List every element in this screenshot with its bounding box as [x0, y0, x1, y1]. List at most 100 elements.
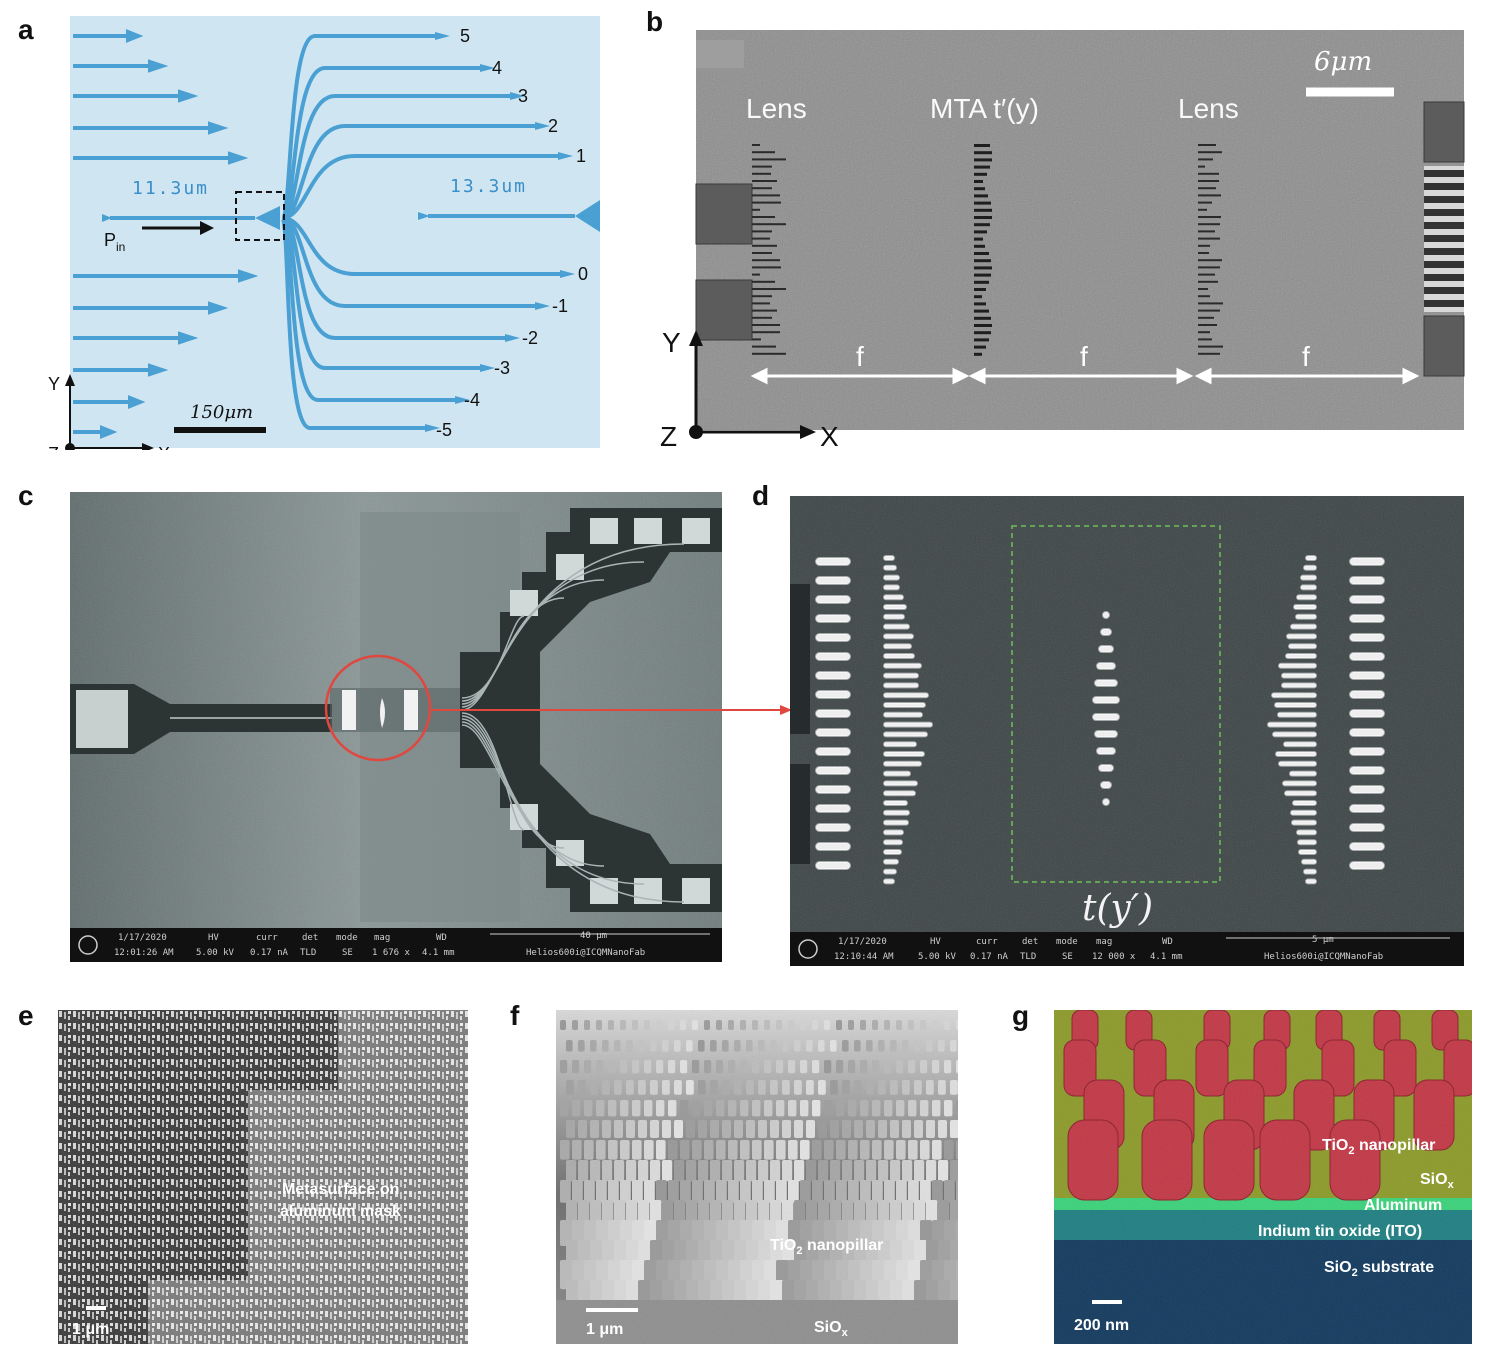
lens-bar	[1198, 259, 1222, 262]
right-lens-metasurface	[1198, 144, 1223, 355]
nanopillar	[1349, 747, 1385, 756]
metasurface-miniature	[342, 690, 418, 730]
optical-background	[70, 16, 600, 448]
nanopillar	[883, 721, 933, 728]
lens-bar	[752, 230, 772, 233]
mta-bar	[974, 230, 987, 234]
nanopillar	[1301, 858, 1317, 865]
aluminum-label: Aluminum	[1364, 1197, 1442, 1214]
grating-pad	[634, 518, 662, 544]
mta-bar	[974, 345, 986, 349]
axis-y-label: Y	[662, 327, 681, 358]
nanopillar	[1303, 564, 1317, 571]
svg-text:4.1 mm: 4.1 mm	[422, 948, 455, 958]
nanopillar	[1295, 613, 1317, 620]
input-pad	[695, 183, 753, 245]
nanopillar	[883, 809, 910, 816]
axes-indicator: Y Z X	[660, 327, 839, 452]
port-label: 2	[548, 116, 558, 136]
mta-bar	[974, 172, 987, 176]
svg-text:mag: mag	[1096, 937, 1112, 947]
axis-y-label: Y	[48, 374, 60, 394]
mta-bar	[974, 208, 992, 212]
port-label: -3	[494, 358, 510, 378]
lens-bar	[1198, 309, 1220, 312]
output-grating	[1423, 101, 1465, 377]
svg-text:Helios600i@ICQMNanoFab: Helios600i@ICQMNanoFab	[526, 948, 645, 958]
lens-bar	[752, 288, 786, 290]
input-pad	[695, 279, 753, 341]
substrate-label: SiO2 substrate	[1324, 1259, 1434, 1279]
lens-left-label: Lens	[746, 93, 807, 124]
svg-text:1/17/2020: 1/17/2020	[118, 933, 167, 943]
lens-bar	[752, 208, 760, 211]
mta-label: MTA t′(y)	[930, 93, 1039, 124]
grating-pad	[682, 518, 710, 544]
panel-f-sem-tilted-nanopillars: TiO2 nanopillar SiOx 1 μm	[556, 1010, 958, 1344]
svg-text:mode: mode	[336, 933, 358, 943]
lens-bar	[1198, 180, 1219, 182]
nanopillar	[883, 702, 926, 708]
nanopillar	[815, 823, 851, 832]
nanopillar	[883, 604, 907, 610]
nanopillar	[883, 623, 910, 630]
svg-text:12:10:44 AM: 12:10:44 AM	[834, 952, 894, 962]
nanopillar	[1094, 730, 1118, 738]
svg-text:curr: curr	[976, 937, 998, 947]
lens-bar	[752, 144, 760, 146]
nanopillar	[815, 747, 851, 756]
lens-bar	[752, 244, 777, 247]
svg-text:0.17 nA: 0.17 nA	[970, 952, 1009, 962]
nanopillar	[1349, 861, 1385, 870]
lens-bar	[1198, 244, 1210, 247]
lens-bar	[1198, 216, 1221, 218]
focal-labels: f f f	[856, 341, 1310, 372]
lens-bar	[1198, 187, 1216, 190]
nanopillar	[815, 614, 851, 623]
mta-bar	[974, 316, 991, 320]
right-lens-pillars	[1267, 555, 1385, 885]
lens-bar	[752, 309, 777, 312]
lens-bar	[752, 194, 780, 197]
sem-info-bar: 1/17/2020 12:10:44 AM HV 5.00 kV curr 0.…	[790, 932, 1464, 966]
nanopillar	[1305, 878, 1317, 885]
lens-bar	[1198, 338, 1212, 341]
mta-bar	[974, 266, 992, 270]
nanopillar	[815, 633, 851, 642]
nanopillar	[883, 574, 900, 581]
fan-waveguide	[461, 543, 685, 711]
output-width-label: 13.3um	[450, 176, 527, 197]
nanopillar	[883, 800, 908, 806]
mta-bar	[974, 187, 985, 191]
output-waveguide-right	[418, 200, 600, 232]
nanopillar	[1094, 679, 1118, 687]
nanopillar	[1092, 696, 1120, 704]
svg-text:curr: curr	[256, 933, 278, 943]
nanopillar	[1349, 671, 1385, 680]
mta-bar	[974, 295, 982, 299]
nanopillar	[1100, 781, 1112, 789]
input-waveguide-structure	[70, 684, 332, 754]
nanopillar	[883, 662, 922, 669]
nanopillar	[1292, 800, 1317, 806]
panel-label-e: e	[18, 1000, 34, 1031]
lens-bar	[1198, 302, 1223, 305]
nanopillar	[1274, 702, 1317, 708]
mta-bar	[974, 180, 983, 183]
panel-a-waveguide-micrograph: 11.3um 13.3um Pin 5 4 3 2 1 0 -1 -2 -3 -…	[48, 16, 600, 450]
panel-label-a: a	[18, 14, 34, 45]
nanopillar	[1296, 829, 1317, 836]
port-label: -5	[436, 420, 452, 440]
nanopillar	[1278, 760, 1317, 767]
nanopillar	[883, 555, 895, 561]
focal-length-arrows	[750, 367, 1420, 385]
function-label: t(y′)	[1082, 888, 1153, 929]
mta-bar	[974, 280, 989, 284]
nanopillar	[1291, 819, 1317, 826]
lens-bar	[1198, 324, 1217, 326]
nanopillar	[883, 858, 899, 865]
mta-bar	[974, 302, 986, 306]
lens-bar	[1198, 144, 1216, 146]
nanopillar	[1349, 823, 1385, 832]
nanopillar	[883, 819, 909, 826]
